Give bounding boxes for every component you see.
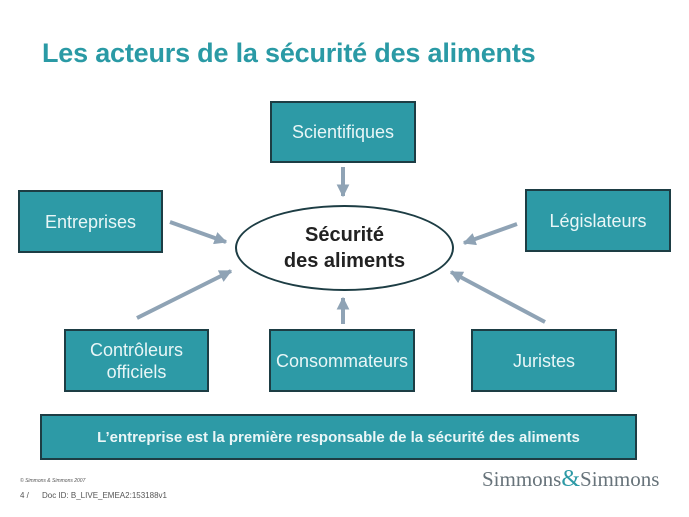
page-number: 4 / [20,491,29,500]
doc-id: Doc ID: B_LIVE_EMEA2:153188v1 [42,491,167,500]
copyright: © Simmons & Simmons 2007 [20,478,86,484]
arrow-controleurs [136,269,233,320]
arrow-legislateurs [462,222,518,246]
banner: L’entreprise est la première responsable… [40,414,637,460]
logo: Simmons&Simmons [482,466,659,493]
logo-ampersand: & [561,466,581,492]
actor-juristes: Juristes [471,329,617,392]
logo-right: Simmons [580,467,660,491]
center-ellipse: Sécurité des aliments [235,205,454,291]
actor-legislateurs: Législateurs [525,189,671,252]
arrow-entreprises [169,220,228,245]
page-title: Les acteurs de la sécurité des aliments [42,38,536,68]
actor-consommateurs: Consommateurs [269,329,415,392]
actor-controleurs: Contrôleurs officiels [64,329,209,392]
actor-scientifiques: Scientifiques [270,101,416,163]
actor-entreprises: Entreprises [18,190,163,253]
banner-text: L’entreprise est la première responsable… [97,428,580,446]
logo-left: Simmons [482,467,562,491]
arrow-juristes [449,270,546,324]
